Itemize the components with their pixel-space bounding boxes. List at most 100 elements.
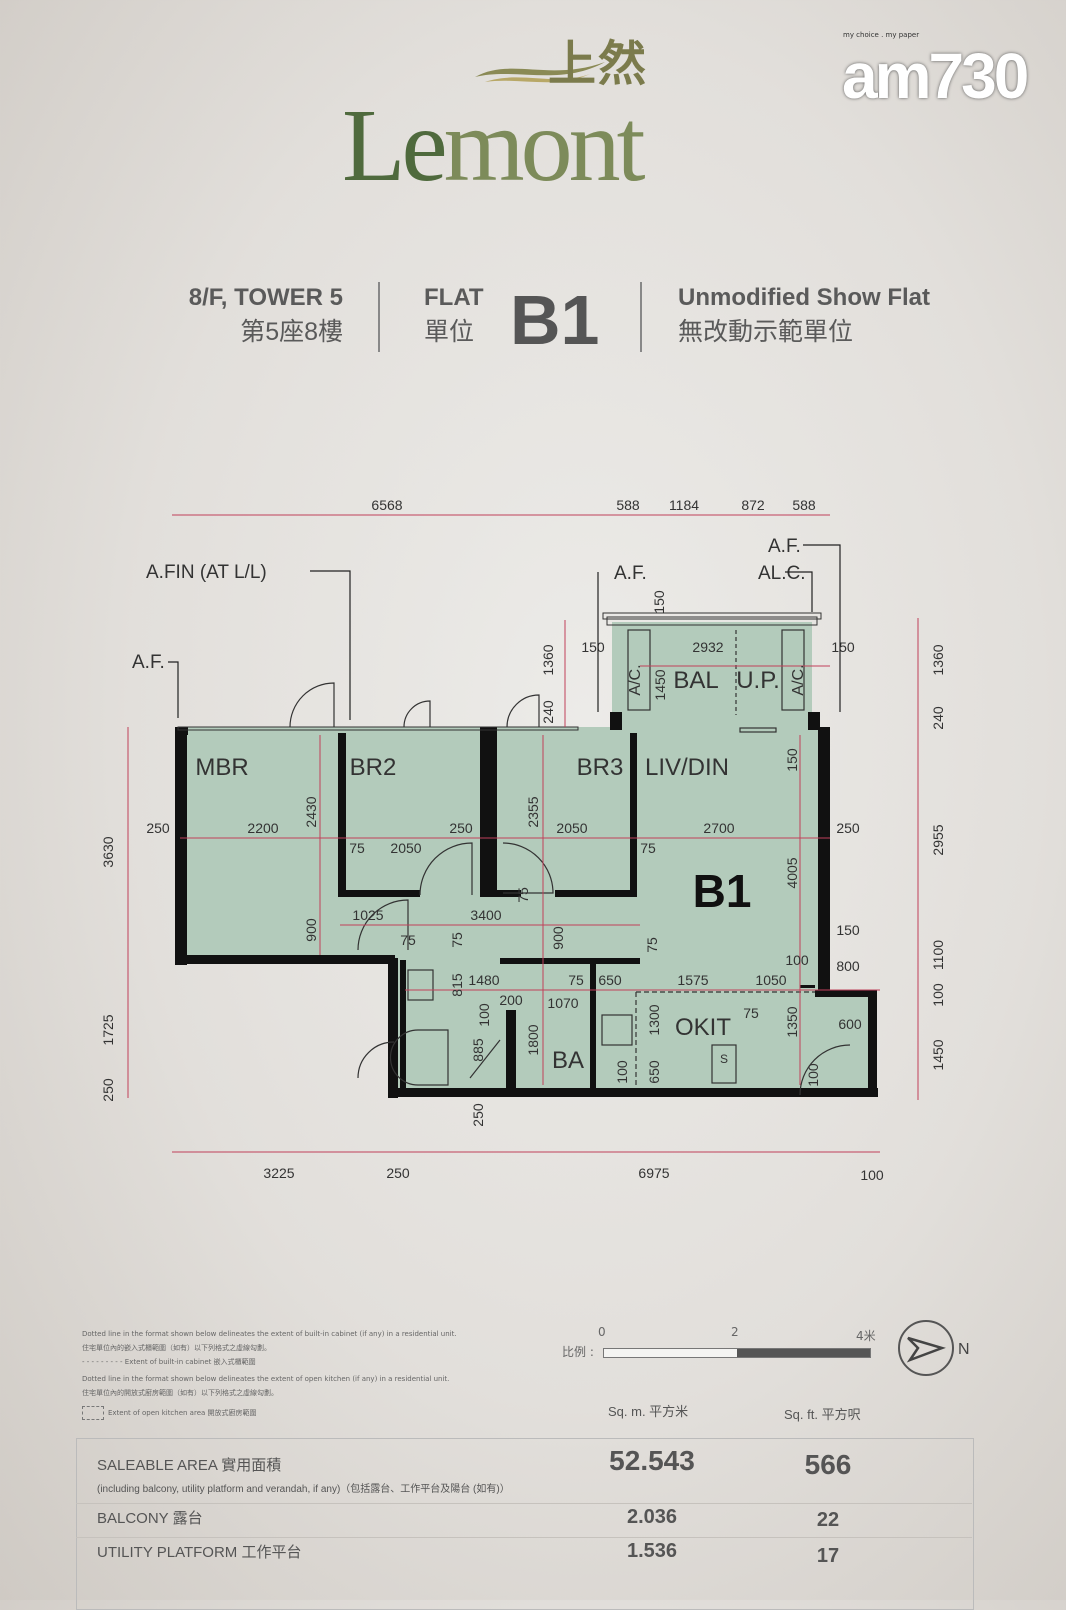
dimension-label: 1070 xyxy=(547,995,578,1011)
dimension-label: 2932 xyxy=(692,639,723,655)
room-label-utility-platform: U.P. xyxy=(736,667,780,694)
utility-platform-sqm: 1.536 xyxy=(626,1540,678,1562)
dimension-label: 250 xyxy=(386,1165,410,1181)
dimension-label: 2955 xyxy=(930,824,946,855)
room-label-balcony: BAL xyxy=(673,667,718,694)
dimension-label: 588 xyxy=(616,497,640,513)
room-label-bathroom: BA xyxy=(552,1047,584,1074)
dimension-label: 150 xyxy=(836,922,860,938)
watermark-logo: am730 xyxy=(842,40,1029,112)
dimension-label: 1350 xyxy=(784,1006,800,1037)
dimension-label: 1300 xyxy=(646,1004,662,1035)
dimension-label: 100 xyxy=(614,1060,630,1084)
annotation-leaders xyxy=(168,544,841,720)
room-label-ac: A/C. xyxy=(627,664,644,695)
dimension-label: 100 xyxy=(860,1167,884,1183)
room-label-mbr: MBR xyxy=(195,754,248,781)
utility-platform-sqft: 17 xyxy=(816,1545,840,1567)
cabinet-legend: - - - - - - - - - Extent of built-in cab… xyxy=(82,1358,256,1366)
dimension-label: 2050 xyxy=(390,840,421,856)
cabinet-note-cn: 住宅單位內的嵌入式櫃範圍（如有）以下列格式之虛線勾劃。 xyxy=(82,1344,271,1352)
saleable-area-label: SALEABLE AREA 實用面積 xyxy=(97,1457,282,1474)
dimension-label: 4005 xyxy=(784,857,800,888)
divider xyxy=(640,282,642,352)
unit-label-b1: B1 xyxy=(693,865,752,917)
dimension-label: 3630 xyxy=(100,836,116,867)
dimension-label: 75 xyxy=(743,1005,759,1021)
column-sqm: Sq. m. 平方米 xyxy=(608,1404,689,1419)
floor-area xyxy=(178,622,876,1095)
dimension-label: 150 xyxy=(651,590,667,614)
dimension-label: 800 xyxy=(836,958,860,974)
dimension-label: 150 xyxy=(784,748,800,772)
cabinet-note-en: Dotted line in the format shown below de… xyxy=(82,1330,457,1338)
dimension-label: 600 xyxy=(838,1016,862,1032)
dimension-label: 1184 xyxy=(669,497,699,513)
dimension-label: 75 xyxy=(644,937,660,953)
dimension-label: 885 xyxy=(470,1038,486,1062)
dimension-label: 1360 xyxy=(930,644,946,675)
dimension-label: 150 xyxy=(581,639,605,655)
dimension-label: 75 xyxy=(349,840,365,856)
dimension-label: 250 xyxy=(470,1103,486,1127)
sink-label: S xyxy=(720,1052,728,1066)
dimension-label: 2050 xyxy=(556,820,587,836)
balcony-label: BALCONY 露台 xyxy=(97,1510,203,1527)
svg-text:N: N xyxy=(958,1341,970,1358)
room-label-liv-din: LIV/DIN xyxy=(645,754,729,781)
kitchen-note-en: Dotted line in the format shown below de… xyxy=(82,1375,450,1383)
scale-bar xyxy=(603,1348,871,1358)
flat-label: FLAT 單位 xyxy=(424,284,484,346)
row-divider xyxy=(76,1537,972,1538)
annotation-label: A.F. xyxy=(614,563,647,584)
dimension-label: 250 xyxy=(146,820,170,836)
dimension-label: 3400 xyxy=(470,907,501,923)
divider xyxy=(378,282,380,352)
dimension-label: 1100 xyxy=(930,940,946,970)
kitchen-legend: Extent of open kitchen area 開放式廚房範圍 xyxy=(82,1406,257,1420)
dimension-label: 75 xyxy=(449,932,465,948)
dimension-label: 6975 xyxy=(638,1165,669,1181)
dimension-label: 100 xyxy=(476,1003,492,1027)
utility-platform-label: UTILITY PLATFORM 工作平台 xyxy=(97,1544,302,1561)
row-divider xyxy=(76,1503,972,1504)
dimension-label: 1725 xyxy=(100,1014,116,1045)
dimension-label: 6568 xyxy=(371,497,402,513)
dimension-label: 1360 xyxy=(540,644,556,675)
floor-info: 8/F, TOWER 5 第5座8樓 xyxy=(188,284,343,346)
room-label-open-kitchen: OKIT xyxy=(675,1014,731,1041)
show-flat-info: Unmodified Show Flat 無改動示範單位 xyxy=(678,284,930,346)
dimension-label: 900 xyxy=(550,926,566,950)
dimension-label: 1025 xyxy=(352,907,383,923)
annotation-label: A.F. xyxy=(768,536,801,557)
balcony-sqm: 2.036 xyxy=(626,1506,678,1528)
dimension-label: 1450 xyxy=(652,669,668,700)
kitchen-note-cn: 住宅單位內的開放式廚房範圍（如有）以下列格式之虛線勾劃。 xyxy=(82,1389,278,1397)
dimension-label: 2430 xyxy=(303,796,319,827)
saleable-area-sqm: 52.543 xyxy=(609,1445,695,1476)
dimension-label: 150 xyxy=(831,639,855,655)
dimension-label: 75 xyxy=(515,887,531,903)
walls xyxy=(175,612,878,1098)
saleable-area-sub: (including balcony, utility platform and… xyxy=(97,1484,510,1495)
scale-tick: 2 xyxy=(731,1325,739,1339)
dimension-label: 1050 xyxy=(755,972,786,988)
dimension-label: 240 xyxy=(930,706,946,730)
column-sqft: Sq. ft. 平方呎 xyxy=(784,1407,861,1422)
room-label-br2: BR2 xyxy=(350,754,397,781)
door-swings xyxy=(289,629,851,1096)
north-arrow-icon: N xyxy=(898,1320,970,1376)
scale-tick: 0 xyxy=(598,1325,606,1339)
saleable-area-sqft: 566 xyxy=(804,1449,852,1480)
dimension-label: 100 xyxy=(930,983,946,1007)
dimension-label: 650 xyxy=(598,972,622,988)
scale-tick: 4米 xyxy=(856,1329,876,1343)
dimension-label: 100 xyxy=(805,1063,821,1087)
dimension-lines xyxy=(127,514,919,1153)
logo-swoosh-icon xyxy=(475,62,605,83)
watermark-tagline: my choice . my paper xyxy=(843,31,920,39)
dimension-label: 1480 xyxy=(468,972,499,988)
dimension-label: 872 xyxy=(741,497,765,513)
dimension-label: 650 xyxy=(646,1060,662,1084)
